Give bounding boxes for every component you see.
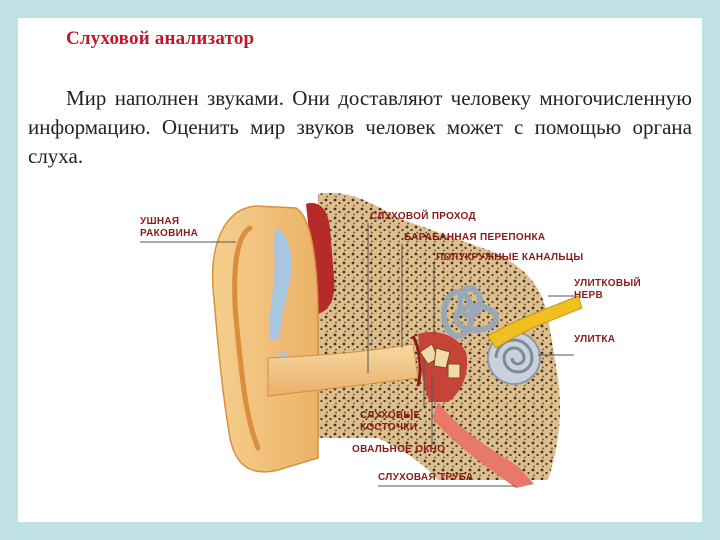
ear-anatomy-diagram: УШНАЯ РАКОВИНА СЛУХОВОЙ ПРОХОД БАРАБАННА… xyxy=(18,18,702,522)
label-auricle-2: РАКОВИНА xyxy=(140,228,198,239)
label-eustachian-tube: СЛУХОВАЯ ТРУБА xyxy=(378,472,473,483)
label-auricle-1: УШНАЯ xyxy=(140,216,179,227)
label-ossicles-1: СЛУХОВЫЕ xyxy=(360,410,421,421)
label-cochlear-nerve-2: НЕРВ xyxy=(574,290,603,301)
label-semicircular-canals: ПОЛУКРУЖНЫЕ КАНАЛЬЦЫ xyxy=(436,252,584,263)
label-cochlea: УЛИТКА xyxy=(574,334,615,345)
label-ossicles-2: КОСТОЧКИ xyxy=(360,422,417,433)
label-cochlear-nerve-1: УЛИТКОВЫЙ xyxy=(574,276,641,289)
label-eardrum: БАРАБАННАЯ ПЕРЕПОНКА xyxy=(404,232,545,243)
slide: Слуховой анализатор Мир наполнен звуками… xyxy=(18,18,702,522)
label-ear-canal: СЛУХОВОЙ ПРОХОД xyxy=(370,209,476,222)
label-oval-window: ОВАЛЬНОЕ ОКНО xyxy=(352,444,445,455)
auricle xyxy=(213,206,318,472)
